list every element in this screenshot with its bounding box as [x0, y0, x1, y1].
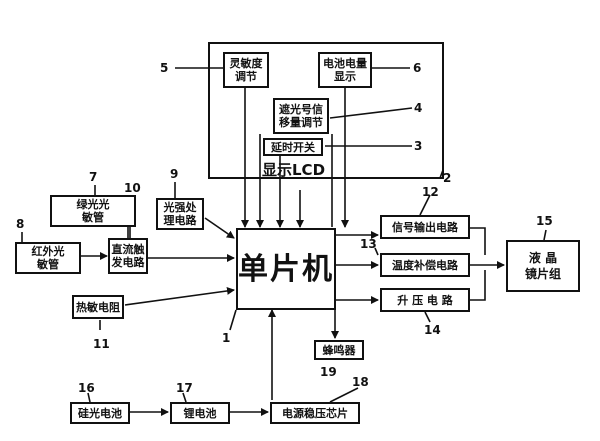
number-4: 4	[414, 101, 423, 115]
number-6: 6	[413, 61, 422, 75]
line-boost-group	[470, 270, 486, 301]
lcd-label: 显示LCD	[262, 161, 326, 179]
leader-12	[419, 194, 431, 216]
leader-17	[182, 392, 187, 403]
buzzer-box: 蜂鸣器	[314, 340, 364, 360]
battery-display-box: 电池电量 显示	[318, 52, 372, 88]
sensitivity-box: 灵敏度 调节	[223, 52, 269, 88]
arrow-lightproc-mcu	[204, 217, 235, 239]
solar-cell-box: 硅光电池	[70, 402, 130, 424]
number-1: 1	[222, 331, 231, 345]
number-10: 10	[124, 181, 141, 195]
number-19: 19	[320, 365, 337, 379]
light-proc-box: 光强处 理电路	[156, 198, 204, 230]
number-16: 16	[78, 381, 95, 395]
ir-tube-box: 红外光 敏管	[15, 242, 81, 274]
leader-14	[424, 311, 431, 323]
number-9: 9	[170, 167, 179, 181]
number-8: 8	[16, 217, 25, 231]
delay-switch-box: 延时开关	[263, 138, 323, 156]
light-shift-box: 遮光号信 移量调节	[273, 98, 329, 134]
temp-comp-box: 温度补偿电路	[380, 253, 470, 277]
number-12: 12	[422, 185, 439, 199]
leader-1	[229, 309, 237, 331]
number-15: 15	[536, 214, 553, 228]
line-signal-group	[470, 227, 486, 255]
dc-trigger-box: 直流触 发电路	[108, 238, 148, 274]
arrow-thermistor-mcu	[124, 286, 235, 306]
number-18: 18	[352, 375, 369, 389]
thermistor-box: 热敏电阻	[72, 295, 124, 319]
lcd-panel-outline	[208, 42, 444, 179]
leader-16	[87, 392, 91, 403]
regulator-box: 电源稳压芯片	[270, 402, 360, 424]
number-3: 3	[414, 139, 423, 153]
number-11: 11	[93, 337, 110, 351]
boost-box: 升 压 电 路	[380, 288, 470, 312]
number-17: 17	[176, 381, 193, 395]
leader-4	[329, 107, 413, 119]
li-battery-box: 锂电池	[170, 402, 230, 424]
green-tube-box: 绿光光 敏管	[50, 195, 136, 227]
leader-2	[439, 169, 444, 179]
lcd-group-box: 液 晶 镜片组	[506, 240, 580, 292]
leader-13	[374, 247, 379, 256]
leader-18	[329, 387, 359, 403]
number-2: 2	[443, 171, 452, 185]
number-5: 5	[160, 61, 169, 75]
signal-output-box: 信号输出电路	[380, 215, 470, 239]
number-13: 13	[360, 237, 377, 251]
mcu-box: 单片机	[236, 228, 336, 310]
number-14: 14	[424, 323, 441, 337]
leader-15	[543, 229, 547, 241]
number-7: 7	[89, 170, 98, 184]
